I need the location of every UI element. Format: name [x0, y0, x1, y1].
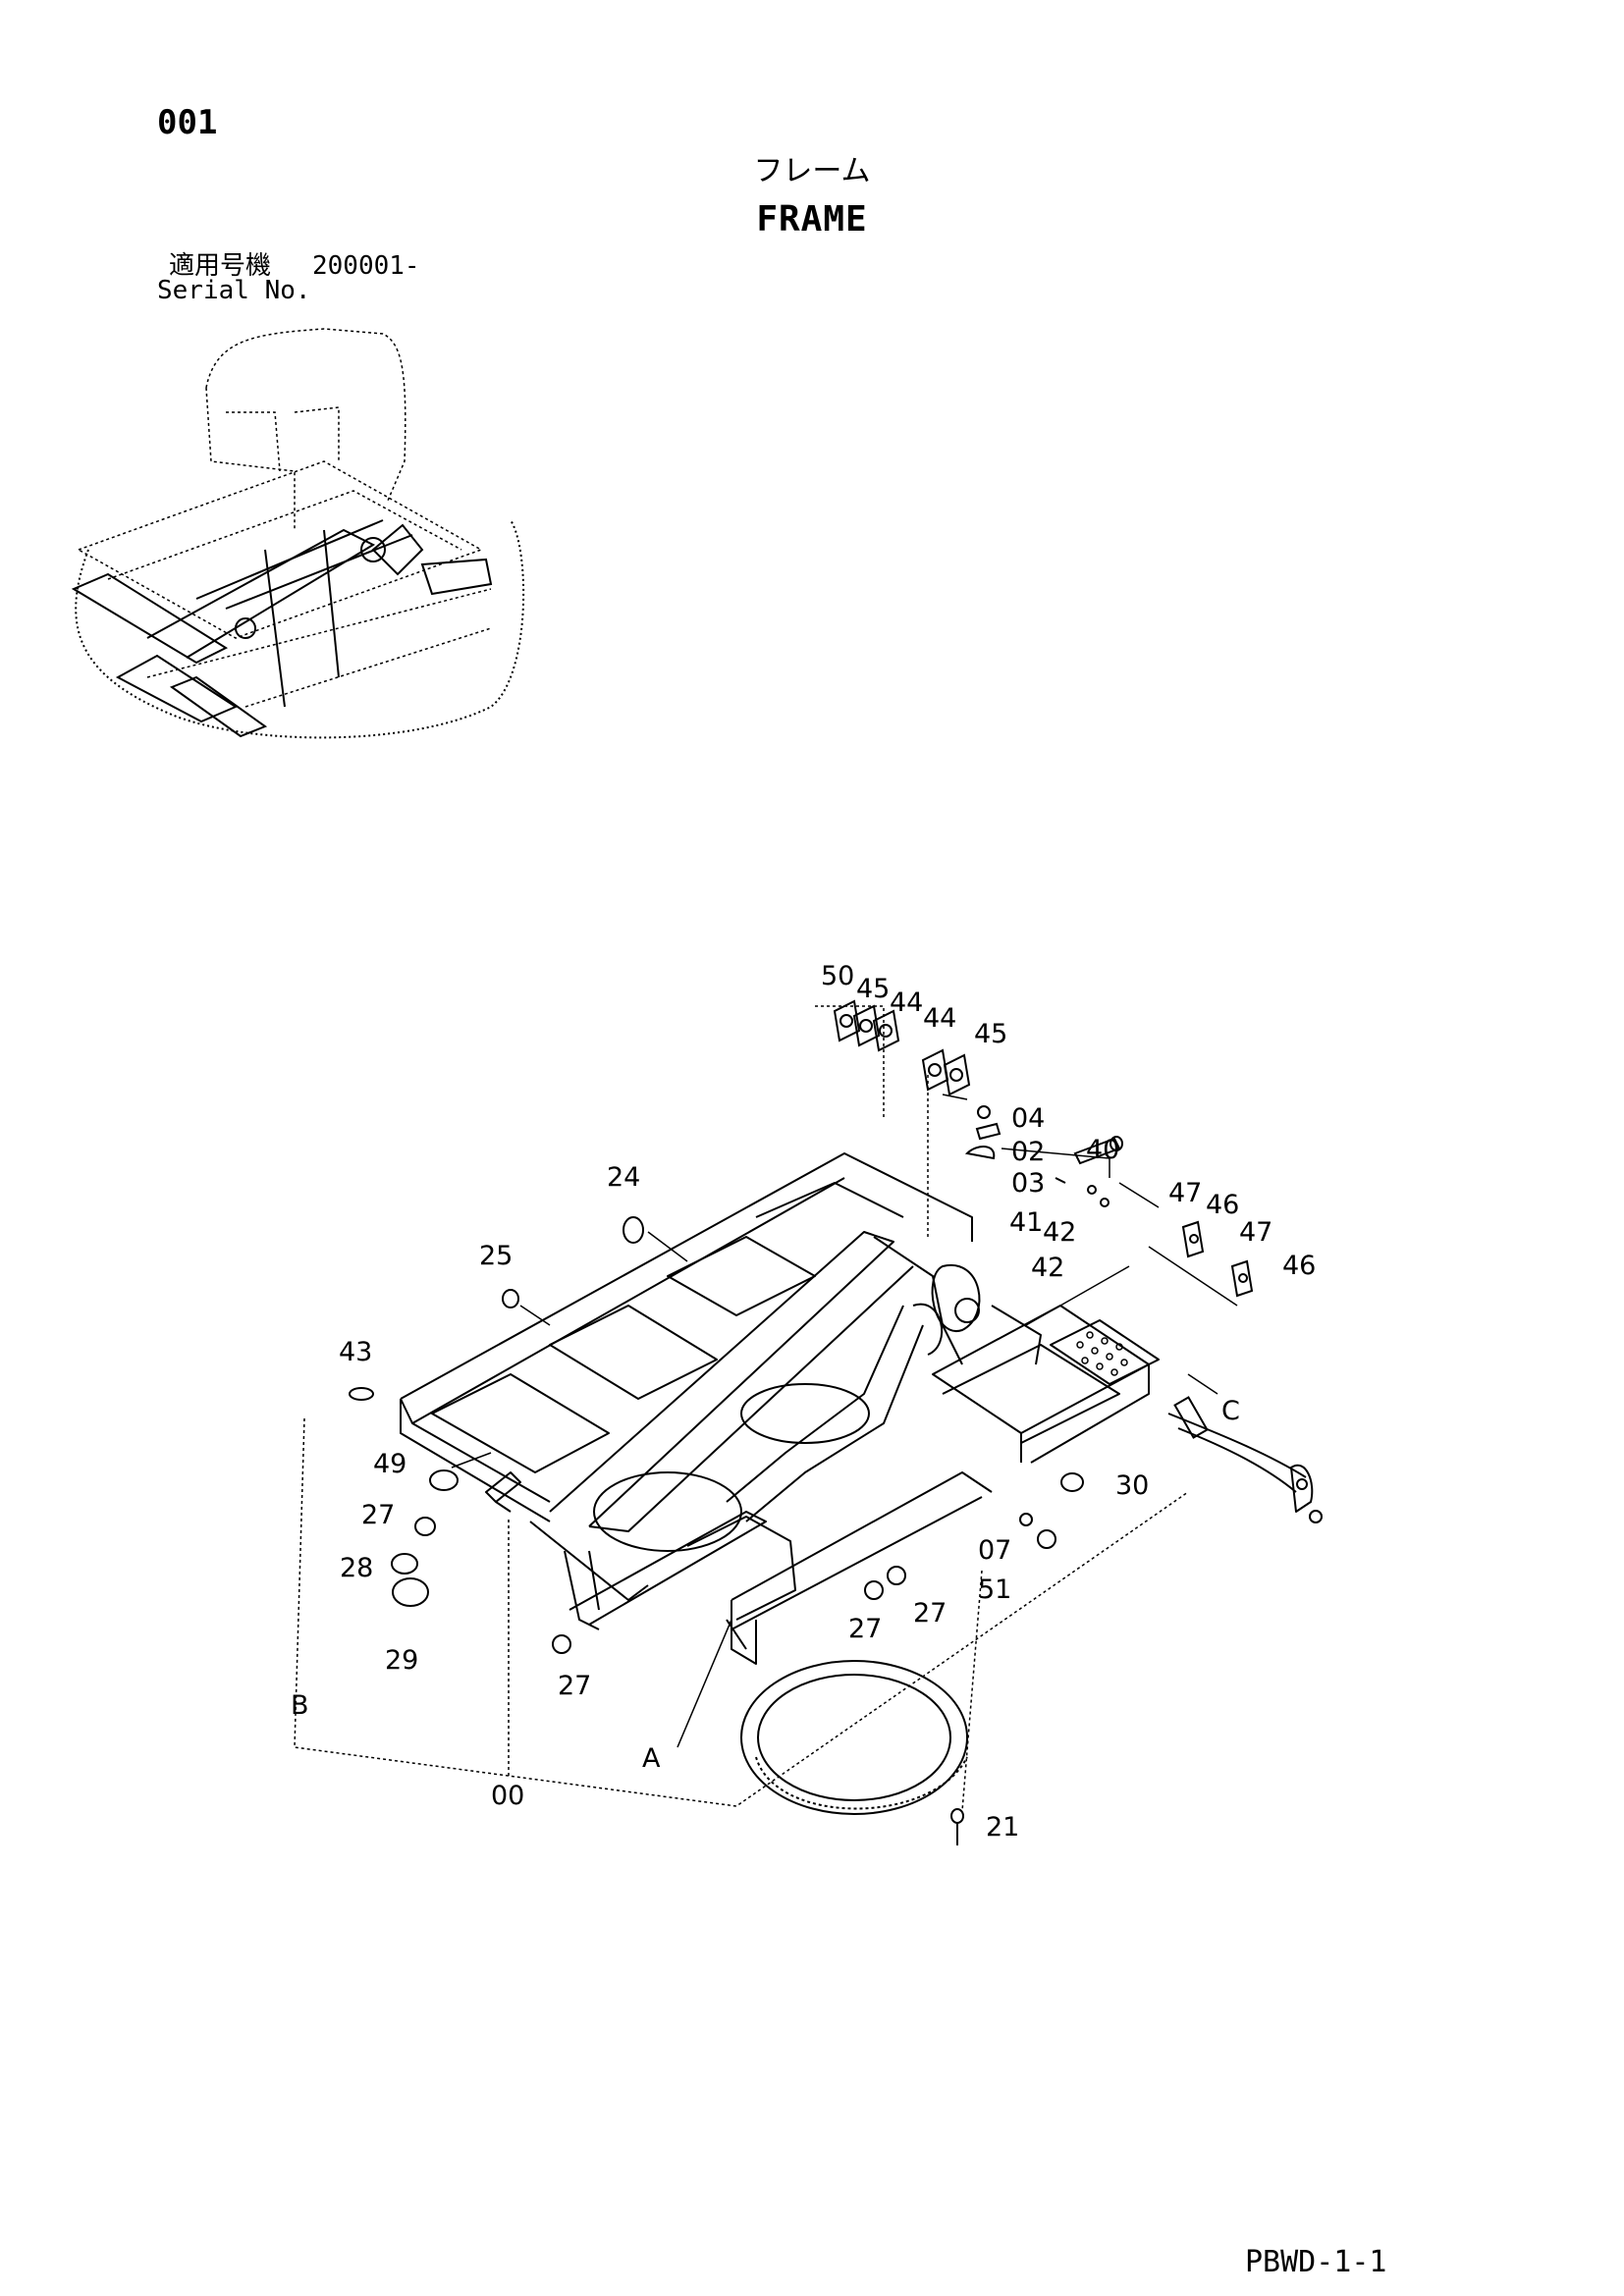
callout-label: 42 — [1031, 1253, 1064, 1283]
callout-label: 27 — [558, 1671, 591, 1701]
callout-label: 46 — [1282, 1251, 1316, 1281]
callout-label: 00 — [491, 1781, 524, 1811]
serial-label-japanese: 適用号機 — [169, 251, 272, 281]
callout-label: 49 — [373, 1449, 406, 1479]
callout-label: A — [642, 1743, 661, 1774]
callout-label: 44 — [923, 1003, 956, 1034]
serial-label-english: Serial No. — [157, 276, 311, 305]
callout-label: B — [291, 1690, 309, 1721]
callout-label: 47 — [1239, 1217, 1272, 1248]
callout-label: 40 — [1086, 1135, 1119, 1165]
callout-label: 24 — [607, 1162, 640, 1193]
callout-label: 03 — [1011, 1168, 1045, 1199]
callout-label: 27 — [361, 1500, 395, 1530]
callout-label: 41 — [1009, 1207, 1043, 1238]
callout-label: 44 — [890, 988, 923, 1018]
callout-label: 30 — [1115, 1470, 1149, 1501]
callout-label: 45 — [856, 974, 890, 1004]
callout-label: 04 — [1011, 1103, 1045, 1134]
callout-label: 46 — [1206, 1190, 1239, 1220]
callout-label: 45 — [974, 1019, 1007, 1049]
callout-label: 25 — [479, 1241, 513, 1271]
callout-label: 21 — [986, 1812, 1019, 1842]
callout-label: 29 — [385, 1645, 418, 1676]
callout-label: 28 — [340, 1553, 373, 1583]
callout-label: 43 — [339, 1337, 372, 1367]
callout-label: 50 — [821, 961, 854, 991]
title-english: FRAME — [756, 199, 868, 240]
page-number: 001 — [157, 103, 218, 142]
callout-label: C — [1221, 1396, 1240, 1426]
callout-label: 47 — [1168, 1178, 1202, 1208]
serial-value: 200001- — [312, 251, 420, 281]
callout-label: 51 — [978, 1575, 1011, 1605]
callout-label: 27 — [848, 1614, 882, 1644]
callout-label: 02 — [1011, 1137, 1045, 1167]
callout-label: 42 — [1043, 1217, 1076, 1248]
callout-label: 07 — [978, 1535, 1011, 1566]
title-japanese: フレーム — [753, 154, 871, 188]
footer-code: PBWD-1-1 — [1245, 2245, 1387, 2279]
callout-label: 27 — [913, 1598, 947, 1629]
